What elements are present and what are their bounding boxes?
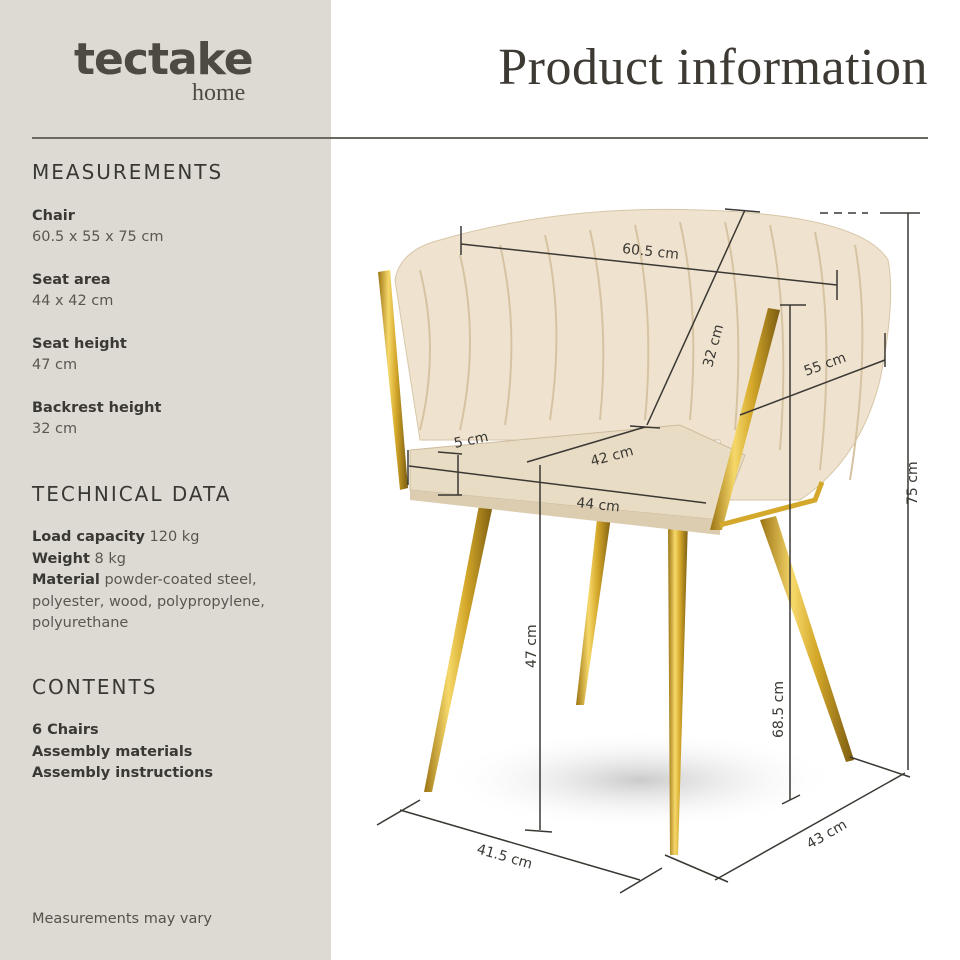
contents-heading: CONTENTS	[32, 675, 158, 699]
chair-legs-icon	[424, 500, 854, 855]
spec-chair: Chair 60.5 x 55 x 75 cm	[32, 206, 164, 248]
technical-data: Load capacity 120 kg Weight 8 kg Materia…	[32, 527, 322, 635]
load-label: Load capacity	[32, 529, 145, 545]
footnote: Measurements may vary	[32, 911, 212, 927]
spec-label: Chair	[32, 208, 75, 224]
brand-name: tectake	[74, 34, 254, 85]
brand-sub: home	[192, 80, 246, 106]
spec-value: 60.5 x 55 x 75 cm	[32, 229, 164, 245]
page-title: Product information	[498, 39, 928, 96]
floor-shadow-icon	[440, 730, 840, 830]
contents-item: Assembly materials	[32, 743, 193, 760]
weight-label: Weight	[32, 550, 90, 567]
dim-total-height-label: 75 cm	[905, 461, 921, 505]
dim-cushion-label: 5 cm	[453, 429, 490, 452]
dim-base-depth-label: 43 cm	[804, 817, 850, 853]
brand-logo: tectake home	[74, 34, 264, 107]
dim-seat-height-label: 47 cm	[524, 624, 540, 668]
material-value: powder-coated steel, polyester, wood, po…	[32, 572, 265, 631]
spec-backrest-height: Backrest height 32 cm	[32, 398, 161, 440]
weight-value: 8 kg	[89, 550, 126, 567]
spec-label: Backrest height	[32, 400, 162, 416]
contents-list: 6 Chairs Assembly materials Assembly ins…	[32, 720, 213, 785]
spec-value: 47 cm	[32, 357, 78, 373]
dim-width-label: 60.5 cm	[621, 241, 679, 263]
contents-item: 6 Chairs	[32, 722, 99, 738]
material-label: Material	[32, 572, 100, 588]
technical-heading: TECHNICAL DATA	[32, 482, 232, 506]
dim-seat-width-label: 44 cm	[576, 495, 621, 515]
dim-arm-height-label: 68.5 cm	[771, 681, 787, 738]
chair-arm-frame-icon	[378, 270, 825, 530]
spec-value: 32 cm	[32, 421, 78, 437]
contents-item: Assembly instructions	[32, 765, 214, 781]
spec-value: 44 x 42 cm	[32, 293, 114, 309]
spec-label: Seat area	[32, 272, 111, 288]
spec-seat-area: Seat area 44 x 42 cm	[32, 270, 113, 312]
spec-seat-height: Seat height 47 cm	[32, 334, 127, 376]
measurements-heading: MEASUREMENTS	[32, 160, 224, 184]
header-divider	[32, 137, 928, 139]
dimension-lines-icon	[376, 208, 920, 894]
chair-dimension-diagram: 60.5 cm 32 cm 55 cm 5 cm 42 cm 44 cm 47 …	[376, 208, 921, 894]
sidebar-panel	[0, 0, 331, 960]
load-value: 120 kg	[144, 529, 200, 545]
chair-backrest-icon	[394, 208, 892, 501]
spec-label: Seat height	[32, 336, 127, 352]
